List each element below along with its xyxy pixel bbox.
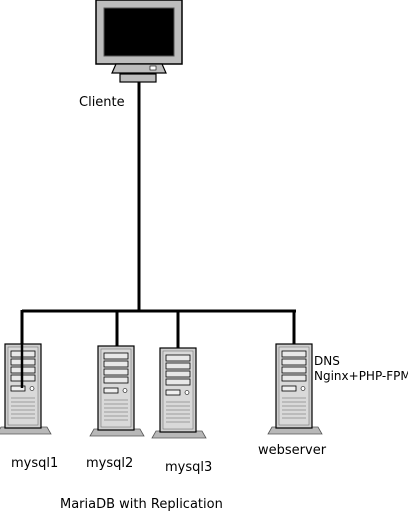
network-links [20,82,296,390]
server-label-webserver: webserver [258,443,327,458]
server-label-mysql2: mysql2 [86,456,134,471]
cluster-caption: MariaDB with Replication [60,497,223,512]
client-label: Cliente [79,95,125,110]
server-mysql2-icon [89,345,145,437]
server-mysql3-icon [151,347,207,439]
server-label-mysql3: mysql3 [165,460,213,475]
webserver-service-nginx: Nginx+PHP-FPM [314,369,408,383]
server-mysql1-icon [0,343,52,435]
server-label-mysql1: mysql1 [11,456,59,471]
webserver-service-dns: DNS [314,354,340,368]
monitor-icon [95,0,183,83]
